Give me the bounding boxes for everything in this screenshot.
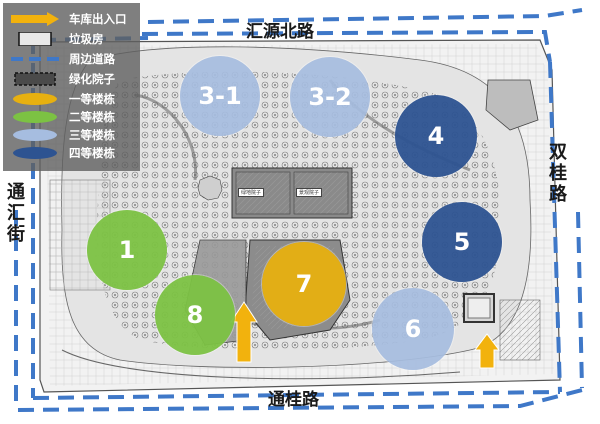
legend-label-tier1: 一等楼栋 xyxy=(69,92,115,106)
dashed-box-icon xyxy=(14,72,56,86)
legend-label-tier3: 三等楼栋 xyxy=(69,128,115,142)
legend-item-garage-entry: 车库出入口 xyxy=(3,9,140,29)
legend-item-tier1: 一等楼栋 xyxy=(3,89,140,109)
legend-item-courtyard: 绿化院子 xyxy=(3,69,140,89)
building-3-1: 3-1 xyxy=(180,56,260,136)
legend-item-refuse-room: 垃圾房 xyxy=(3,29,140,49)
building-5: 5 xyxy=(422,202,502,282)
legend-item-roads: 周边道路 xyxy=(3,49,140,69)
building-4: 4 xyxy=(395,95,477,177)
building-3-2: 3-2 xyxy=(290,57,370,137)
building-8: 8 xyxy=(155,275,235,355)
building-1: 1 xyxy=(87,210,167,290)
legend-label-garage-entry: 车库出入口 xyxy=(69,12,127,26)
garage-arrow-icon xyxy=(11,12,59,26)
plan-label-courtyard-2: 景观院子 xyxy=(296,188,323,197)
legend-item-tier2: 二等楼栋 xyxy=(3,107,140,127)
legend-label-refuse-room: 垃圾房 xyxy=(69,32,104,46)
road-dash-inner-north xyxy=(141,29,552,63)
plan-label-courtyard-1: 绿地院子 xyxy=(238,188,265,197)
legend-item-tier3: 三等楼栋 xyxy=(3,125,140,145)
legend-item-tier4: 四等楼栋 xyxy=(3,143,140,163)
road-dash-inner-south xyxy=(32,390,561,400)
road-dash-inner-east xyxy=(548,61,562,393)
yellow-dot-icon xyxy=(13,111,57,123)
building-7: 7 xyxy=(262,242,346,326)
garage-arrow-west xyxy=(230,301,258,363)
dark-blue-dot-icon xyxy=(13,147,57,159)
legend-label-tier2: 二等楼栋 xyxy=(69,110,115,124)
road-dash-south xyxy=(17,386,591,412)
refuse-room-icon xyxy=(18,32,52,46)
legend-label-courtyard: 绿化院子 xyxy=(69,72,115,86)
legend-label-roads: 周边道路 xyxy=(69,52,115,66)
road-label-west: 通汇街 xyxy=(7,182,25,245)
road-label-east: 双桂路 xyxy=(549,142,567,205)
road-dash-north xyxy=(147,8,583,24)
green-dot-icon xyxy=(13,93,57,105)
garage-arrow-east xyxy=(474,333,500,369)
dashed-road-icon xyxy=(11,57,59,61)
road-dash-east xyxy=(576,211,584,389)
light-blue-dot-icon xyxy=(13,129,57,141)
building-6: 6 xyxy=(372,288,454,370)
legend-label-tier4: 四等楼栋 xyxy=(69,146,115,160)
road-label-north: 汇源北路 xyxy=(246,22,314,42)
road-label-south: 通桂路 xyxy=(268,390,319,410)
legend-panel: 车库出入口 垃圾房 周边道路 绿化院子 一等楼栋 二等楼栋 三等楼栋 四等楼栋 xyxy=(3,3,140,171)
